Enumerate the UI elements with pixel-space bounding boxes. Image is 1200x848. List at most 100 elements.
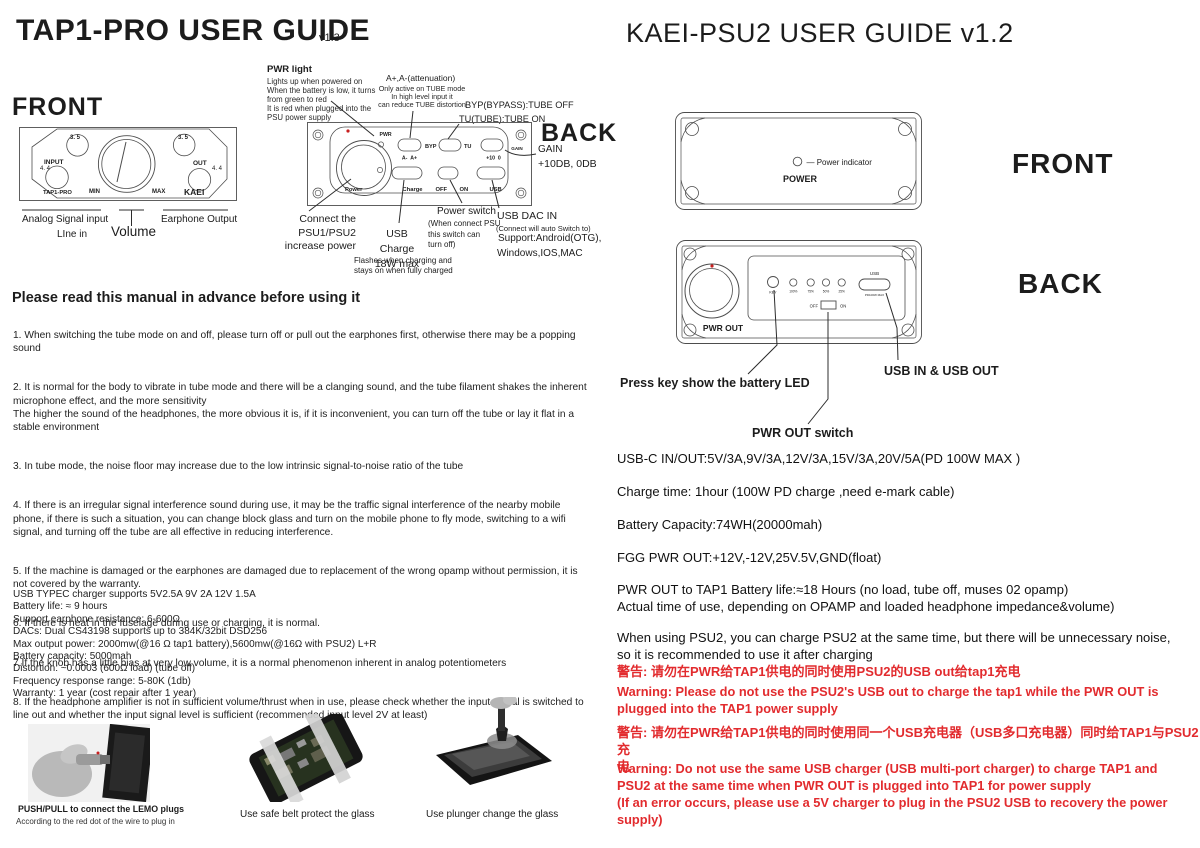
a-buttons-label: A- A+	[402, 156, 417, 162]
tap1-back-chassis	[307, 122, 532, 206]
psu2-power-label: POWER	[783, 174, 818, 184]
info-usbc: USB-C IN/OUT:5V/3A,9V/3A,12V/3A,15V/3A,2…	[617, 451, 1021, 466]
warning1-cn: 警告: 请勿在PWR给TAP1供电的同时使用PSU2的USB out给tap1充…	[617, 664, 1021, 679]
info-pwr-out-life: PWR OUT to TAP1 Battery life:≈18 Hours (…	[617, 582, 1115, 614]
key-label: KEY	[769, 291, 777, 295]
usb-io-callout: USB IN & USB OUT	[884, 364, 999, 378]
gain-label: GAIN	[511, 146, 523, 151]
model-label: TAP1-PRO	[43, 190, 72, 196]
on-label: ON	[460, 187, 469, 193]
manual-paragraph: 3. In tube mode, the noise floor may inc…	[13, 461, 464, 473]
psu2-back-panel-diagram: PWR OUT KEY 100% 75% 50% 25% OFF ON USB …	[676, 240, 922, 344]
attenuation-note-body: Only active on TUBE mode In high level i…	[378, 84, 466, 109]
off-label: OFF	[436, 187, 448, 193]
battery-key-button[interactable]	[767, 276, 779, 288]
info-charge-noise: When using PSU2, you can charge PSU2 at …	[617, 630, 1171, 662]
attenuation-button[interactable]	[397, 138, 422, 152]
specs-block: USB TYPEC charger supports 5V2.5A 9V 2A …	[13, 589, 377, 700]
flash-note: Flashes when charging and stays on when …	[354, 256, 453, 275]
max-label: MAX	[152, 189, 165, 195]
info-fgg: FGG PWR OUT:+12V,-12V,25V.5V,GND(float)	[617, 550, 882, 565]
tube-switch-button[interactable]	[438, 138, 462, 152]
pwr-switch-callout: PWR OUT switch	[752, 426, 854, 440]
byp-label: BYP	[425, 144, 437, 150]
tu-note: TU(TUBE):TUBE ON	[459, 114, 546, 124]
pwr-out-connector[interactable]	[684, 263, 740, 319]
analog-input-callout: Analog Signal input	[22, 214, 109, 225]
power-switch-note-title: Power switch	[437, 206, 496, 217]
manual-paragraph: 1. When switching the tube mode on and o…	[13, 330, 576, 355]
usb-dac-note-line2: Windows,IOS,MAC	[497, 248, 583, 259]
jack44-right-label: 4. 4	[212, 166, 223, 172]
tu-label: TU	[464, 144, 471, 150]
psu2-title: KAEI-PSU2 USER GUIDE v1.2	[626, 18, 1014, 48]
power-connector[interactable]	[336, 140, 392, 196]
tap1-front-jack-44-right	[187, 168, 212, 192]
tap1-title: TAP1-PRO USER GUIDE	[16, 14, 370, 47]
psu2-front-panel-diagram: — Power indicator POWER	[675, 112, 922, 210]
manual-paragraph: 7.If the knob has a little bias at very …	[13, 657, 507, 669]
pwr-label: PWR	[380, 132, 392, 138]
out-label: OUT	[193, 160, 207, 167]
tap1-front-heading: FRONT	[12, 93, 104, 121]
red-marker-dot	[346, 129, 350, 133]
usb-dac-note-line1: Support:Android(OTG),	[498, 233, 602, 244]
usb-sub-label: PD100W MAX	[865, 293, 884, 297]
tap1-front-jack-35-left	[66, 134, 89, 157]
warning2-cn: 警告: 请勿在PWR给TAP1供电的同时使用同一个USB充电器（USB多口充电器…	[617, 725, 1199, 774]
pwr-led-icon	[378, 141, 384, 148]
photo-caption-belt: Use safe belt protect the glass	[240, 809, 375, 820]
info-battery: Battery Capacity:74WH(20000mah)	[617, 517, 823, 532]
power-switch[interactable]	[437, 166, 459, 180]
screw-icon	[683, 247, 915, 337]
photo-subcaption-lemo: According to the red dot of the wire to …	[16, 817, 175, 826]
gain-note-value: +10DB, 0DB	[538, 158, 597, 170]
led25-label: 25%	[839, 290, 846, 294]
manual-paragraph: 2. It is normal for the body to vibrate …	[13, 382, 587, 434]
jack35-right-label: 3. 5	[178, 135, 189, 141]
attenuation-note-title: A+,A-(attenuation)	[386, 73, 456, 83]
byp-note: BYP(BYPASS):TUBE OFF	[465, 100, 574, 110]
tap1-back-panel-diagram: PWR A- A+ BYP TU GAIN +10 0 Power Charge…	[307, 122, 532, 206]
input-label: INPUT	[44, 159, 64, 166]
manual-heading: Please read this manual in advance befor…	[12, 290, 361, 306]
tap1-front-panel-diagram: 3. 5 INPUT 4. 4 TAP1-PRO MIN MAX 3. 5 OU…	[19, 127, 237, 201]
usb-charge-note: USB Charge 18W max	[374, 228, 420, 270]
psu2-off-label: OFF	[810, 304, 819, 309]
psu2-front-heading: FRONT	[1012, 148, 1114, 179]
pwr-out-switch[interactable]	[820, 300, 837, 310]
battery-led-icons	[789, 278, 846, 287]
charge-label: Charge	[403, 187, 424, 193]
psu2-back-heading: BACK	[1018, 268, 1103, 299]
power-indicator-led-icon	[792, 156, 803, 167]
gain-button[interactable]	[480, 138, 504, 152]
manual-paragraphs: 1. When switching the tube mode on and o…	[13, 311, 591, 748]
tap1-version: v1.3	[319, 32, 340, 44]
tap1-front-jack-44-left	[45, 165, 69, 190]
usb-port[interactable]	[858, 278, 891, 291]
earphone-output-callout: Earphone Output	[161, 214, 238, 225]
photo-safe-belt	[249, 714, 363, 802]
usb-dac-note-title: USB DAC IN	[497, 210, 558, 222]
gain-note-title: GAIN	[538, 144, 563, 155]
red-marker-dot	[710, 264, 714, 268]
usb-dac-port[interactable]	[476, 166, 506, 180]
photo-lemo-plug	[28, 724, 150, 802]
psu2-front-chassis	[675, 112, 922, 210]
jack44-left-label: 4. 4	[40, 166, 51, 172]
pwr-light-note-title: PWR light	[267, 64, 312, 75]
charge-led-icon	[377, 167, 383, 173]
volume-callout: Volume	[111, 224, 157, 239]
manual-paragraph: 5. If the machine is damaged or the earp…	[13, 566, 578, 591]
screw-icon	[685, 122, 912, 200]
charge-port[interactable]	[391, 166, 423, 180]
min-label: MIN	[89, 189, 100, 195]
photo-caption-lemo: PUSH/PULL to connect the LEMO plugs	[18, 804, 185, 814]
psu2-usb-label: USB	[870, 271, 879, 276]
manual-paragraph: 6. If there is heat in the fuselage duri…	[13, 618, 320, 630]
power-label: Power	[345, 187, 363, 193]
volume-knob[interactable]	[97, 135, 156, 193]
jack35-left-label: 3. 5	[70, 135, 81, 141]
tap1-front-chassis	[19, 127, 237, 201]
